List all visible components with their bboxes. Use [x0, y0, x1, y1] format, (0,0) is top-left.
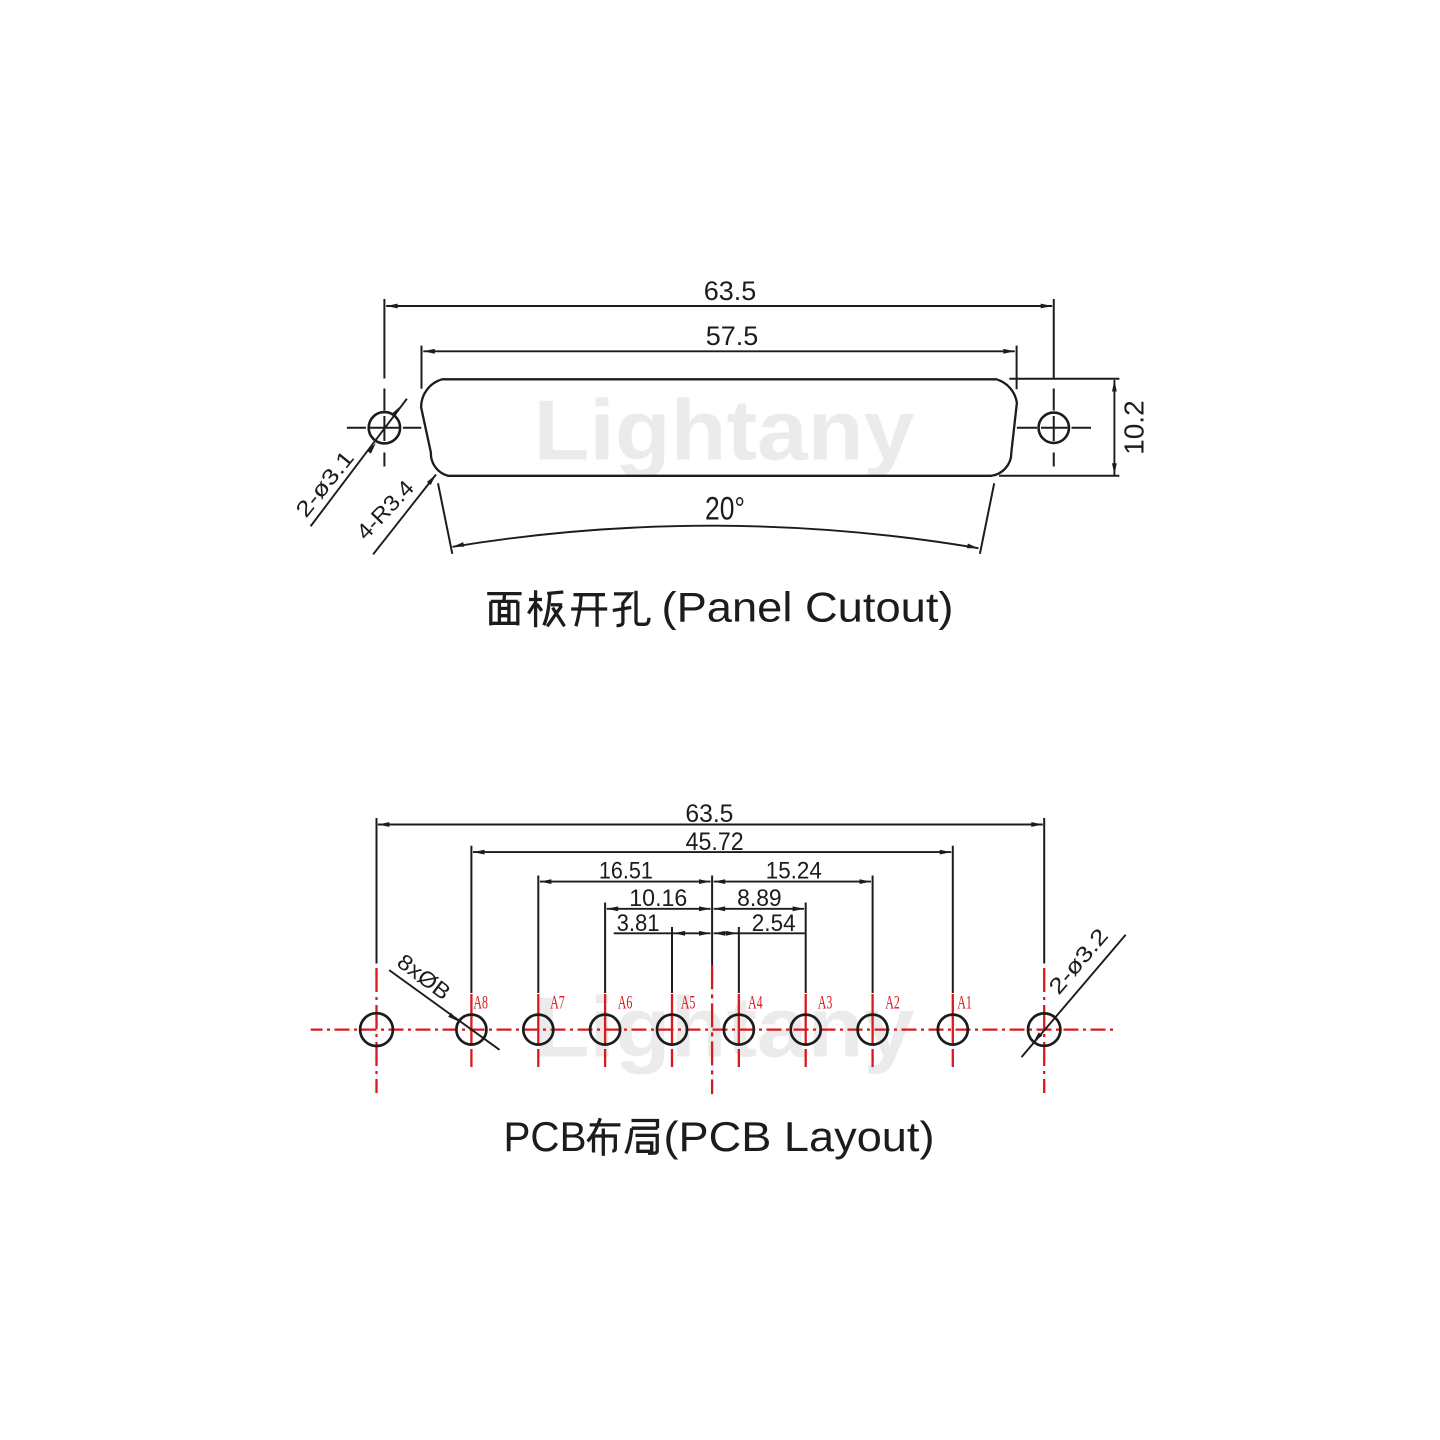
- svg-text:A7: A7: [550, 993, 565, 1013]
- svg-text:A6: A6: [618, 993, 633, 1013]
- svg-text:63.5: 63.5: [685, 800, 733, 828]
- svg-text:A4: A4: [748, 993, 763, 1013]
- svg-text:15.24: 15.24: [766, 858, 822, 885]
- svg-text:A5: A5: [681, 993, 696, 1013]
- svg-text:PCB: PCB: [504, 1113, 587, 1160]
- svg-text:8.89: 8.89: [737, 885, 782, 912]
- svg-text:3.81: 3.81: [617, 910, 660, 937]
- svg-text:10.16: 10.16: [629, 885, 687, 912]
- svg-text:2.54: 2.54: [752, 910, 796, 937]
- svg-text:(Panel Cutout): (Panel Cutout): [662, 584, 954, 631]
- svg-text:45.72: 45.72: [686, 828, 744, 856]
- svg-text:A2: A2: [885, 993, 900, 1013]
- svg-text:Lightany: Lightany: [534, 384, 915, 479]
- svg-text:A3: A3: [818, 993, 833, 1013]
- svg-text:20°: 20°: [705, 491, 745, 527]
- svg-text:(PCB Layout): (PCB Layout): [664, 1113, 935, 1160]
- svg-text:10.2: 10.2: [1119, 400, 1150, 455]
- svg-text:A8: A8: [473, 993, 488, 1013]
- svg-text:63.5: 63.5: [704, 276, 757, 306]
- svg-text:57.5: 57.5: [706, 321, 759, 351]
- svg-text:16.51: 16.51: [599, 858, 653, 885]
- svg-text:A1: A1: [957, 993, 972, 1013]
